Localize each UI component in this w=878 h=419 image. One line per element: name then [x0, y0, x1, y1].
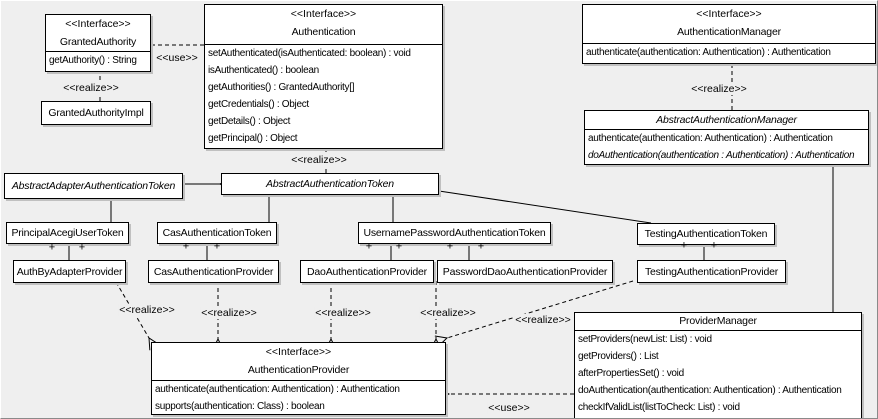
multiplicity-label: +	[446, 240, 454, 253]
edge-label-realize: <<realize>>	[118, 304, 176, 316]
multiplicity-label: +	[395, 240, 403, 253]
class-name: CasAuthenticationProvider	[153, 265, 274, 278]
class-name: DaoAuthenticationProvider	[307, 265, 427, 278]
class-name: AuthenticationProvider	[247, 364, 350, 376]
edge-label-realize: <<realize>>	[314, 307, 372, 319]
class-provider-manager[interactable]: ProviderManager setProviders(newList: Li…	[574, 312, 862, 418]
multiplicity-label: +	[48, 241, 56, 254]
method-row: checkIfValidList(listToCheck: List) : vo…	[578, 402, 740, 413]
stereotype-label: <<Interface>>	[290, 8, 357, 20]
multiplicity-label: +	[680, 239, 688, 252]
stereotype-label: <<Interface>>	[265, 346, 332, 358]
stereotype-label: <<Interface>>	[696, 8, 762, 20]
class-name: CasAuthenticationToken	[162, 227, 272, 239]
stereotype-label: <<Interface>>	[65, 18, 131, 30]
multiplicity-label: +	[182, 240, 190, 253]
class-username-password-authentication-token[interactable]: UsernamePasswordAuthenticationToken	[358, 222, 551, 244]
method-row: getProviders() : List	[578, 351, 659, 362]
class-name: ProviderManager	[679, 315, 757, 327]
class-name: Authentication	[291, 26, 356, 38]
class-name: PrincipalAcegiUserToken	[11, 227, 124, 239]
class-cas-authentication-provider[interactable]: CasAuthenticationProvider	[148, 260, 279, 283]
class-name: AbstractAuthenticationManager	[656, 114, 797, 126]
class-authentication-provider[interactable]: <<Interface>> AuthenticationProvider aut…	[151, 342, 446, 415]
edge-label-realize: <<realize>>	[690, 83, 748, 95]
class-name: GrantedAuthorityImpl	[48, 107, 144, 119]
edge-label-use: <<use>>	[487, 402, 531, 414]
method-row: getAuthority() : String	[49, 55, 137, 66]
edge-label-use: <<use>>	[155, 52, 199, 64]
class-name: PasswordDaoAuthenticationProvider	[442, 265, 608, 278]
class-name: GrantedAuthority	[59, 36, 137, 48]
class-password-dao-authentication-provider[interactable]: PasswordDaoAuthenticationProvider	[437, 260, 613, 283]
method-row: isAuthenticated() : boolean	[208, 65, 319, 76]
edge-realize-authbyadapterprovider	[115, 281, 149, 338]
class-name: AuthenticationManager	[677, 26, 781, 38]
method-row: getCredentials() : Object	[208, 99, 309, 110]
class-name: AuthByAdapterProvider	[16, 265, 123, 278]
method-row: supports(authentication: Class) : boolea…	[155, 401, 325, 412]
class-authentication[interactable]: <<Interface>> Authentication setAuthenti…	[204, 4, 443, 149]
class-name: AbstractAdapterAuthenticationToken	[11, 180, 176, 192]
method-row: authenticate(authentication: Authenticat…	[588, 133, 833, 144]
multiplicity-label: +	[710, 239, 718, 252]
edge-realize-testingauthenticationprovider	[447, 280, 634, 338]
class-name: AbstractAuthenticationToken	[266, 178, 394, 190]
method-row: getAuthorities() : GrantedAuthority[]	[208, 82, 355, 93]
edge-label-realize: <<realize>>	[419, 307, 477, 319]
edge-gen-testingauthenticationtoken	[439, 191, 652, 224]
method-row: doAuthentication(authentication : Authen…	[588, 150, 855, 161]
class-testing-authentication-provider[interactable]: TestingAuthenticationProvider	[637, 260, 786, 283]
edge-label-realize: <<realize>>	[62, 82, 120, 94]
class-testing-authentication-token[interactable]: TestingAuthenticationToken	[637, 223, 775, 245]
class-dao-authentication-provider[interactable]: DaoAuthenticationProvider	[300, 260, 434, 283]
multiplicity-label: +	[365, 240, 373, 253]
multiplicity-label: +	[78, 241, 86, 254]
class-granted-authority[interactable]: <<Interface>> GrantedAuthority getAuthor…	[45, 14, 151, 72]
multiplicity-label: +	[477, 240, 485, 253]
class-abstract-adapter-authentication-token[interactable]: AbstractAdapterAuthenticationToken	[4, 173, 183, 199]
method-row: afterPropertiesSet() : void	[578, 368, 684, 379]
class-granted-authority-impl[interactable]: GrantedAuthorityImpl	[41, 101, 151, 125]
method-row: setProviders(newList: List) : void	[578, 334, 712, 345]
edge-label-realize: <<realize>>	[290, 154, 348, 166]
class-name: UsernamePasswordAuthenticationToken	[363, 227, 546, 239]
class-abstract-authentication-token[interactable]: AbstractAuthenticationToken	[221, 173, 439, 195]
method-row: authenticate(authentication: Authenticat…	[586, 47, 831, 58]
edge-label-realize: <<realize>>	[514, 314, 572, 326]
class-name: TestingAuthenticationProvider	[644, 265, 779, 278]
method-row: getPrincipal() : Object	[208, 133, 298, 144]
edge-label-realize: <<realize>>	[200, 307, 258, 319]
method-row: getDetails() : Object	[208, 116, 291, 127]
class-auth-by-adapter-provider[interactable]: AuthByAdapterProvider	[13, 260, 126, 283]
method-row: setAuthenticated(isAuthenticated: boolea…	[208, 48, 411, 59]
class-principal-acegi-user-token[interactable]: PrincipalAcegiUserToken	[6, 222, 129, 244]
class-authentication-manager[interactable]: <<Interface>> AuthenticationManager auth…	[582, 4, 876, 64]
method-row: doAuthentication(authentication: Authent…	[578, 385, 842, 396]
class-abstract-authentication-manager[interactable]: AbstractAuthenticationManager authentica…	[584, 110, 869, 165]
class-cas-authentication-token[interactable]: CasAuthenticationToken	[157, 222, 277, 244]
class-name: TestingAuthenticationToken	[644, 228, 768, 240]
method-row: authenticate(authentication: Authenticat…	[155, 384, 400, 395]
multiplicity-label: +	[213, 240, 221, 253]
